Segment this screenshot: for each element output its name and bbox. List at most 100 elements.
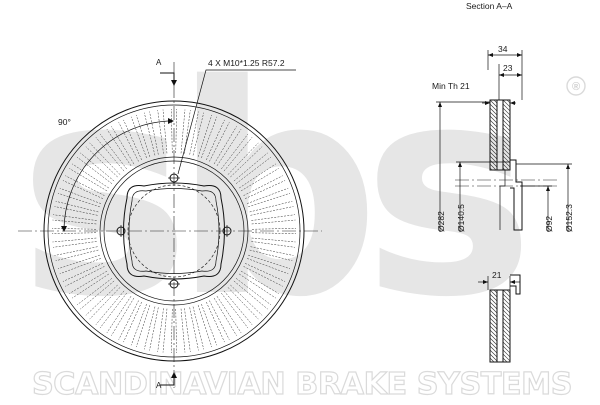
vent-slot-line [171, 308, 173, 353]
hatch-line [489, 151, 498, 160]
hatch-line [489, 115, 498, 124]
angle-arrowhead-left [61, 226, 67, 232]
vent-slot-line [192, 112, 205, 156]
hatch-line [489, 135, 498, 144]
vent-slot-line [65, 266, 105, 287]
vent-slot-line [157, 110, 164, 154]
section-title: Section A–A [466, 1, 513, 11]
dim-width-hat: 23 [503, 63, 513, 73]
hatch-line [489, 309, 498, 318]
vent-slot-line [72, 163, 110, 189]
disc-section-upper [489, 99, 511, 171]
vent-slot-line [184, 308, 191, 352]
section-arrow-top [160, 72, 175, 80]
hatch-line [489, 99, 498, 108]
hatch-line [502, 305, 511, 314]
vent-slot-line [143, 112, 156, 156]
hatch-line [502, 131, 511, 140]
vent-slot-line [62, 180, 104, 199]
hatch-line [502, 317, 511, 326]
vent-slot-line [243, 175, 283, 196]
vent-slot-line [238, 163, 276, 189]
front-view: A A 4 X M10*1.25 R57.2 [18, 58, 322, 390]
hatch-line [489, 159, 498, 168]
vent-slot-line [99, 292, 127, 329]
dim-arrowhead [510, 280, 515, 284]
section-mark-top: A [156, 58, 162, 67]
hatch-line [489, 337, 498, 346]
hatch-line [489, 353, 498, 362]
vent-slot-line [57, 193, 100, 208]
hat-lower-profile [510, 274, 521, 295]
vent-slot-line [209, 300, 230, 340]
dim-arrowhead [488, 53, 493, 57]
vent-slot-line [249, 200, 293, 213]
vent-slot-line [213, 126, 237, 165]
vent-slot-line [235, 156, 272, 184]
vent-slot-line [175, 109, 177, 154]
dim-dia-hat: Ø140.5 [456, 204, 466, 232]
vent-slot-line [76, 278, 113, 306]
vent-slot-line [171, 109, 173, 154]
vent-slot-line [223, 137, 253, 172]
vent-slot-line [95, 290, 125, 325]
vent-slot-line [244, 180, 286, 199]
vent-slot-line [248, 254, 291, 269]
vent-slot-line [251, 232, 296, 234]
dim-arrowhead [458, 162, 462, 167]
hatch-line [502, 127, 511, 136]
hatch-line [502, 321, 511, 330]
bolt-holes [116, 173, 232, 289]
hatch-line [502, 329, 511, 338]
vent-slot-line [162, 308, 168, 353]
dim-arrowhead [546, 186, 550, 191]
vent-slot-line [52, 237, 97, 243]
vent-slot-line [130, 116, 147, 159]
vent-slot-line [250, 206, 294, 216]
hatch-line [489, 119, 498, 128]
vent-slot-line [149, 111, 159, 155]
dim-arrowhead [438, 102, 442, 107]
vent-slot-line [65, 175, 105, 196]
vent-slot-line [123, 119, 142, 161]
vent-slot-line [157, 308, 164, 352]
hatch-line [502, 111, 511, 120]
vent-slot-line [89, 287, 121, 320]
hatch-line [489, 107, 498, 116]
hatch-line [502, 115, 511, 124]
vent-slot-line [238, 273, 276, 299]
hatch-line [489, 143, 498, 152]
hatch-line [489, 305, 498, 314]
vent-slot-line [59, 258, 102, 275]
vent-slot-line [189, 307, 199, 351]
hatch-line [489, 321, 498, 330]
vent-slot-line [111, 297, 135, 336]
dim-arrowhead [517, 73, 522, 77]
vent-slot-line [59, 187, 102, 204]
vent-slot-line [230, 146, 263, 178]
vent-slot-line [57, 254, 100, 269]
hatching-lower [489, 289, 511, 363]
disc-inner-edge-2 [103, 160, 245, 302]
vent-slot-line [227, 142, 259, 175]
hatch-line [502, 297, 511, 306]
hatch-line [506, 289, 511, 294]
dim-min-thickness: Min Th 21 [432, 81, 470, 91]
dim-arrowhead [566, 164, 570, 169]
hatch-line [502, 99, 511, 108]
hatch-line [502, 119, 511, 128]
vent-slot-line [162, 109, 168, 154]
vent-slot-line [221, 292, 249, 329]
vent-slot-line [149, 307, 159, 351]
hatch-line [502, 123, 511, 132]
vent-slot-line [251, 237, 296, 243]
vent-slot-line [250, 246, 294, 256]
vent-slot-line [213, 297, 237, 336]
hatch-line [489, 317, 498, 326]
vent-slot-line [52, 228, 97, 230]
bolt-callout-text: 4 X M10*1.25 R57.2 [208, 58, 285, 68]
vent-slot-line [246, 187, 289, 204]
hatch-line [502, 135, 511, 144]
vent-slot-line [130, 303, 147, 346]
dim-arrowhead [510, 101, 515, 105]
